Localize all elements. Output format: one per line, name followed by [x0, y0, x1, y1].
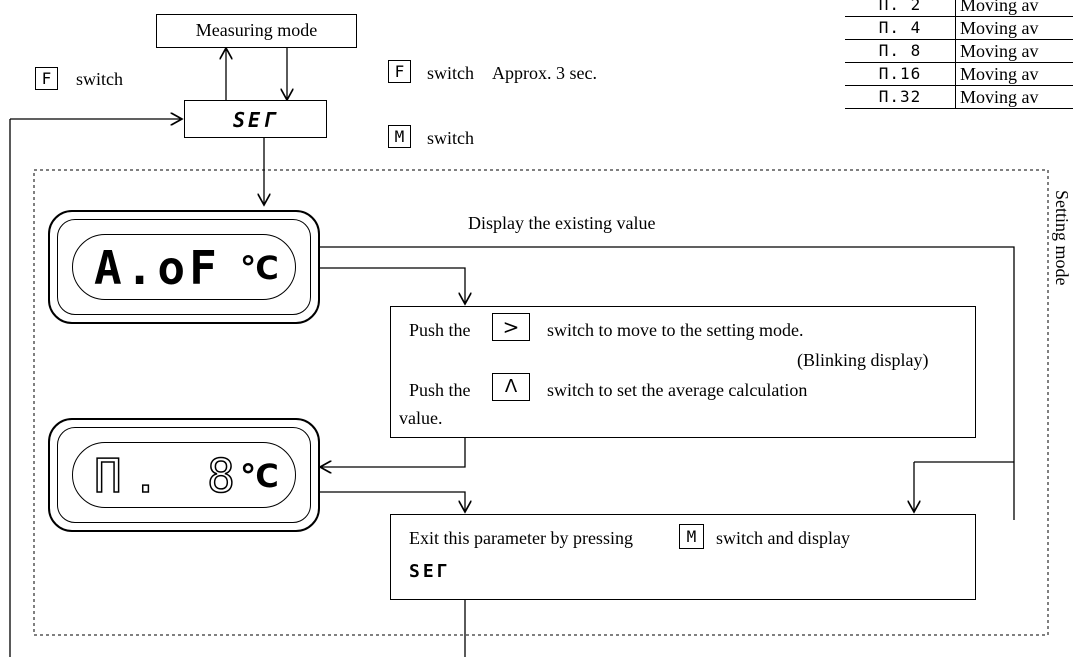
- table-code-cell: Π. 4: [845, 16, 957, 40]
- up-arrow-key-icon: Λ: [492, 373, 530, 401]
- celsius-icon: ℃: [240, 249, 279, 287]
- instruction-line-1b: switch to move to the setting mode.: [547, 320, 804, 340]
- instruction-box: Push the > switch to move to the setting…: [390, 306, 976, 438]
- f-switch-hold-label: switch Approx. 3 sec.: [427, 63, 597, 83]
- lcd-code-existing: A.oF: [94, 241, 221, 295]
- measuring-mode-label: Measuring mode: [195, 20, 318, 40]
- table-row: Π.16 Moving av: [845, 62, 1073, 86]
- m-switch-label: switch: [427, 128, 474, 148]
- exit-text-a: Exit this parameter by pressing: [409, 528, 633, 548]
- table-row: Π.32 Moving av: [845, 85, 1073, 109]
- m-key-icon-exit: M: [679, 524, 704, 549]
- f-key-icon-hold: F: [388, 60, 411, 83]
- instruction-line-3b: switch to set the average calculation: [547, 380, 808, 400]
- table-desc-cell: Moving av: [955, 62, 1073, 86]
- table-code-cell: Π.16: [845, 62, 957, 86]
- table-desc-cell: Moving av: [955, 0, 1073, 17]
- table-desc-cell: Moving av: [955, 85, 1073, 109]
- setting-mode-label: Setting mode: [1052, 190, 1072, 286]
- f-switch-label: switch: [76, 69, 123, 89]
- table-desc-cell: Moving av: [955, 39, 1073, 63]
- f-key-icon: F: [35, 67, 58, 90]
- table-code-cell: Π. 8: [845, 39, 957, 63]
- celsius-icon: ℃: [240, 457, 279, 495]
- instruction-line-4: value.: [399, 408, 443, 428]
- lcd-display-existing: A.oF ℃: [48, 210, 320, 324]
- instruction-line-3a: Push the: [409, 380, 471, 400]
- measuring-mode-box: Measuring mode: [156, 14, 357, 48]
- table-row: Π. 4 Moving av: [845, 16, 1073, 40]
- table-code-cell: Π. 2: [845, 0, 957, 17]
- right-arrow-key-icon: >: [492, 313, 530, 341]
- lcd-display-setting: Π. 8 ℃: [48, 418, 320, 532]
- set-code: SEΓ: [232, 108, 279, 132]
- exit-box: Exit this parameter by pressing M switch…: [390, 514, 976, 600]
- lcd-code-setting: Π. 8: [93, 448, 245, 504]
- set-display-box: SEΓ: [184, 100, 327, 138]
- display-existing-label: Display the existing value: [468, 213, 656, 233]
- table-row: Π. 2 Moving av: [845, 0, 1073, 17]
- table-desc-cell: Moving av: [955, 16, 1073, 40]
- exit-set-code: SEΓ: [409, 561, 451, 582]
- average-setting-table: Π. 2 Moving av Π. 4 Moving av Π. 8 Movin…: [845, 0, 1073, 109]
- instruction-line-2: (Blinking display): [797, 350, 929, 370]
- exit-text-b: switch and display: [716, 528, 850, 548]
- table-row: Π. 8 Moving av: [845, 39, 1073, 63]
- m-key-icon: M: [388, 125, 411, 148]
- instruction-line-1a: Push the: [409, 320, 471, 340]
- table-code-cell: Π.32: [845, 85, 957, 109]
